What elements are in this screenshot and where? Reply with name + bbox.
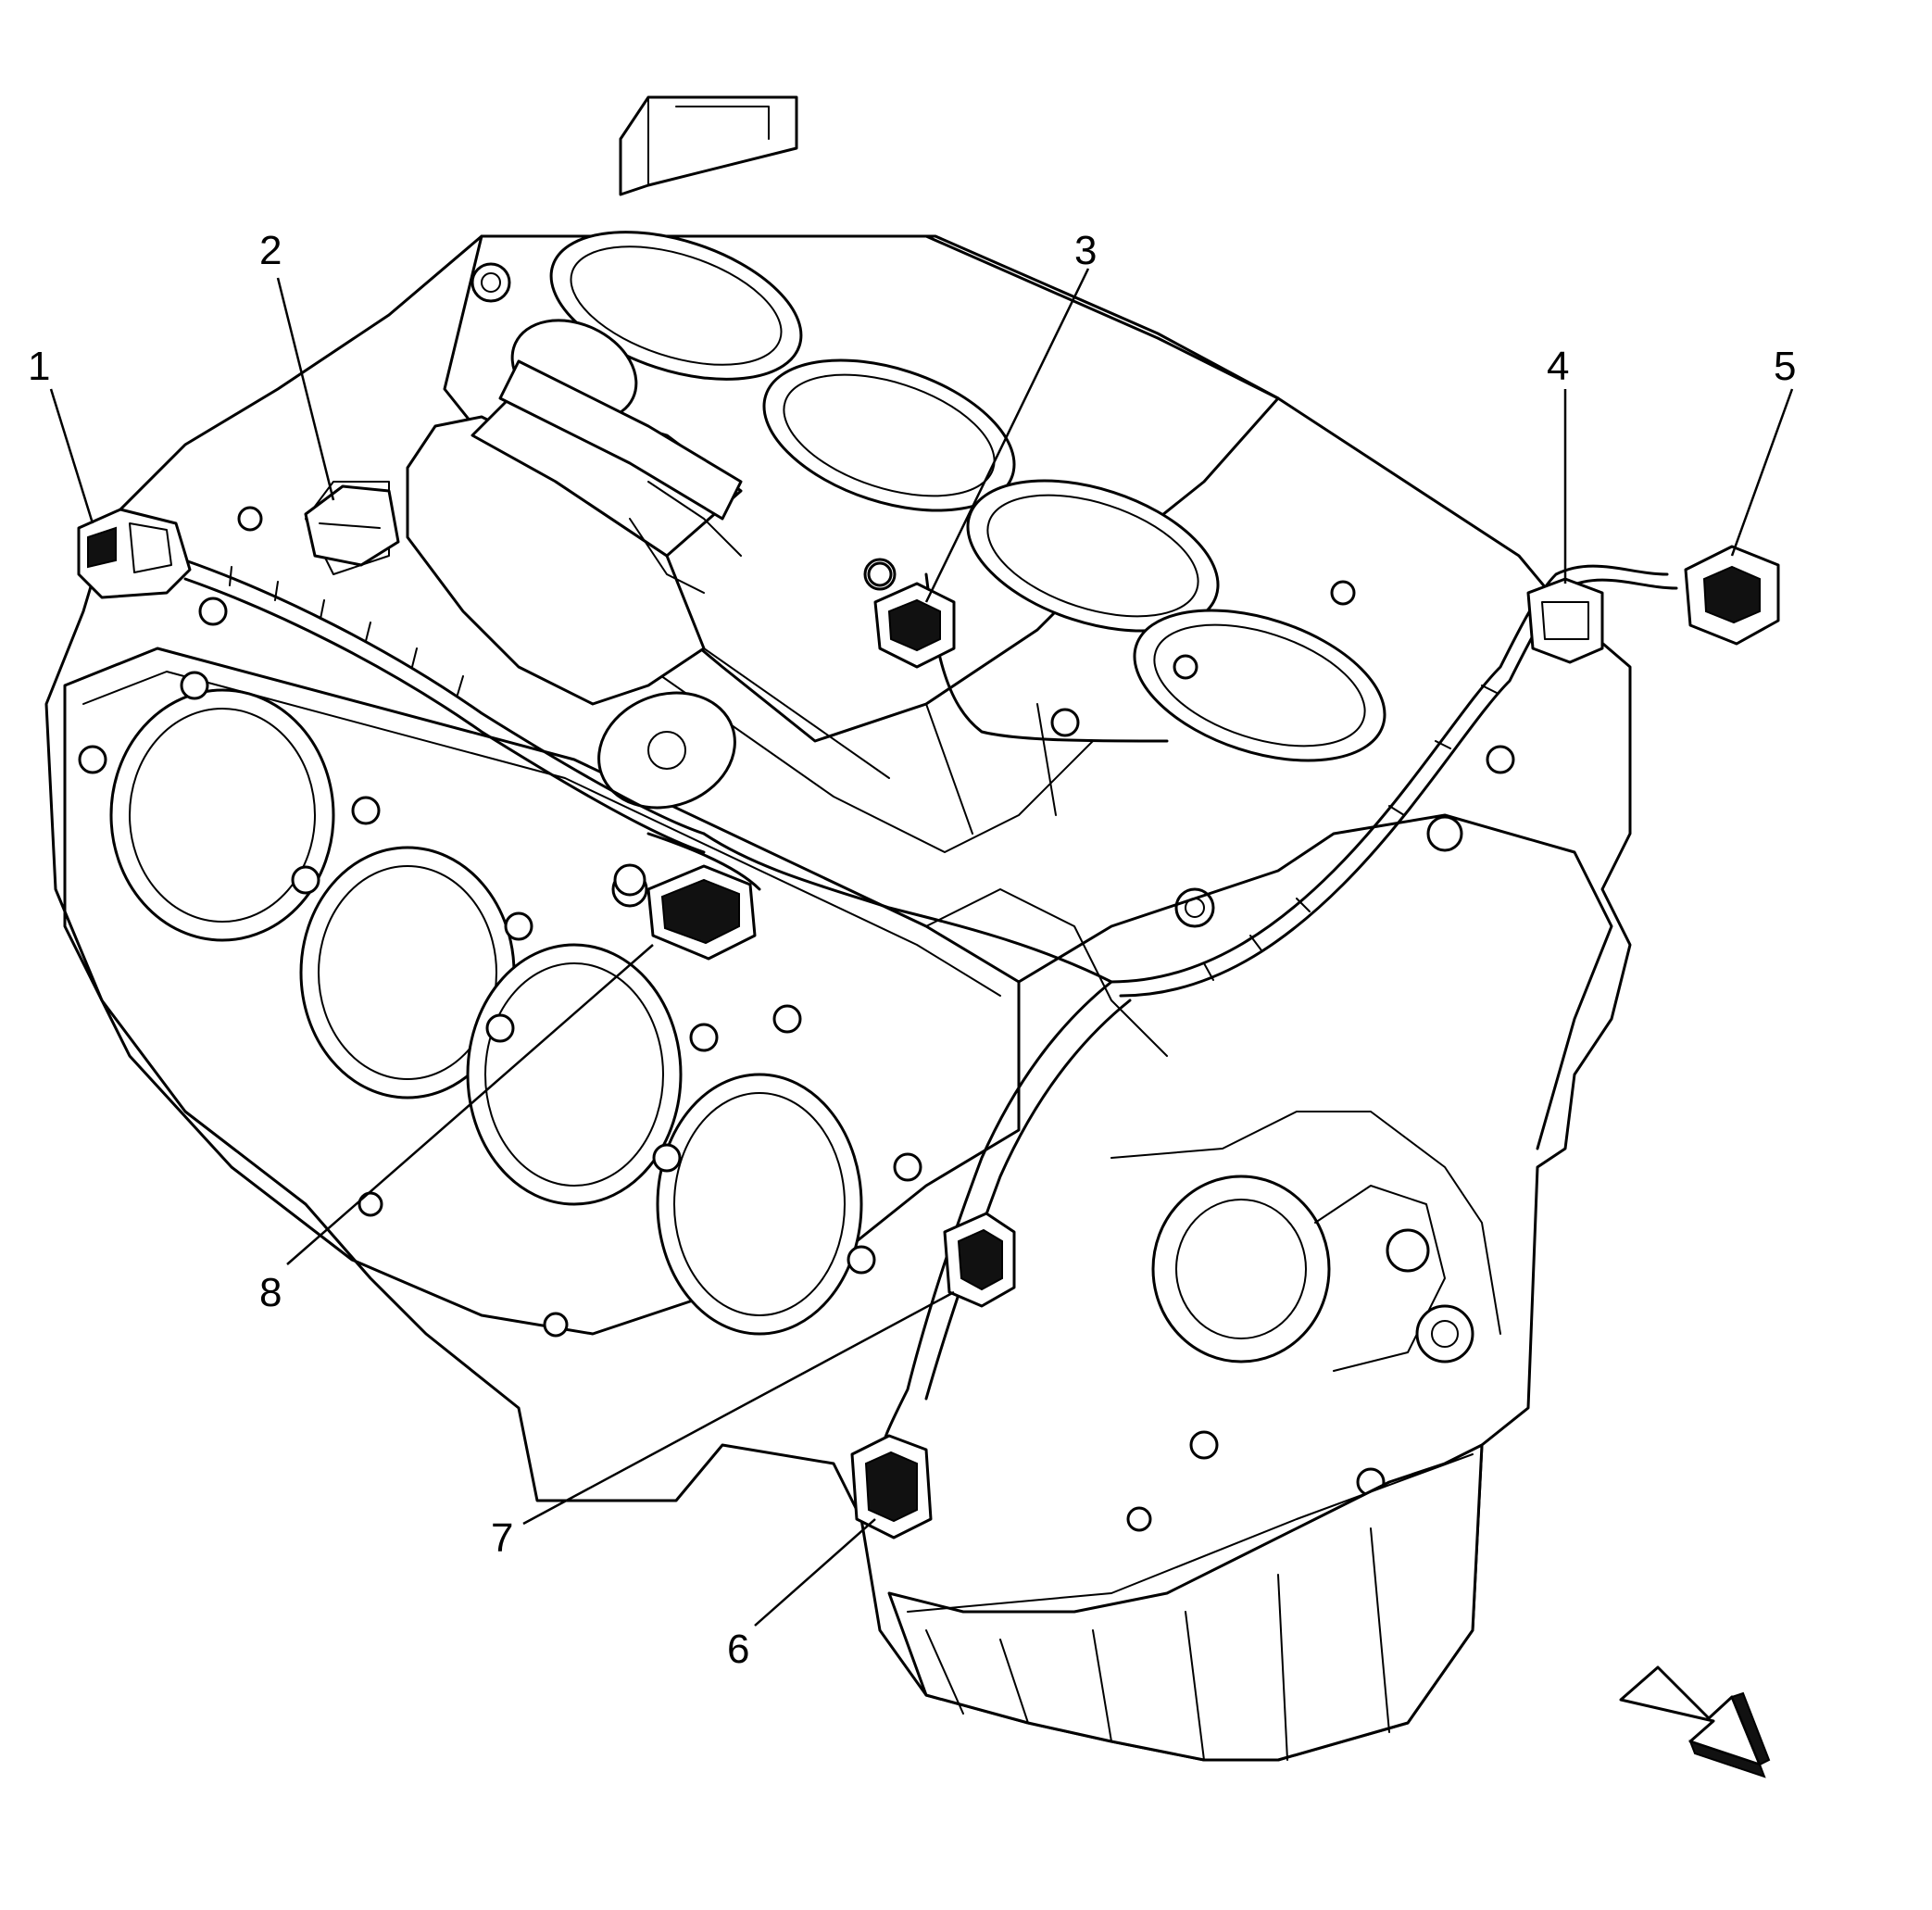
callout-3: 3 xyxy=(1074,228,1097,273)
direction-arrow-icon xyxy=(1619,1665,1771,1778)
leader-1 xyxy=(49,388,94,524)
callout-2: 2 xyxy=(259,228,282,273)
callout-7: 7 xyxy=(491,1515,513,1561)
connector-8 xyxy=(646,864,757,961)
left-bank-bolt-holes xyxy=(78,671,922,1338)
leader-2 xyxy=(276,277,335,501)
callout-1: 1 xyxy=(28,344,50,389)
leader-lines xyxy=(49,268,1794,1627)
leader-7 xyxy=(522,1290,955,1526)
leader-5 xyxy=(1730,388,1794,557)
connector-1 xyxy=(77,508,192,599)
connector-3 xyxy=(873,582,956,669)
connector-7 xyxy=(943,1212,1016,1308)
callout-8: 8 xyxy=(259,1270,282,1315)
starter-motor xyxy=(305,319,743,810)
callout-6: 6 xyxy=(727,1627,749,1672)
callout-labels: 1 2 3 4 5 6 7 8 xyxy=(28,228,1796,1672)
connector-4 xyxy=(1526,577,1604,664)
connector-2 xyxy=(304,484,400,567)
connector-5 xyxy=(1684,545,1780,646)
leader-8 xyxy=(286,944,654,1265)
leader-6 xyxy=(754,1518,876,1627)
leader-3 xyxy=(924,268,1090,603)
callout-4: 4 xyxy=(1547,344,1569,389)
engine-block xyxy=(44,95,1632,1762)
callout-5: 5 xyxy=(1774,344,1796,389)
left-bank-cylinders xyxy=(109,688,863,1336)
connector-6 xyxy=(850,1434,933,1539)
